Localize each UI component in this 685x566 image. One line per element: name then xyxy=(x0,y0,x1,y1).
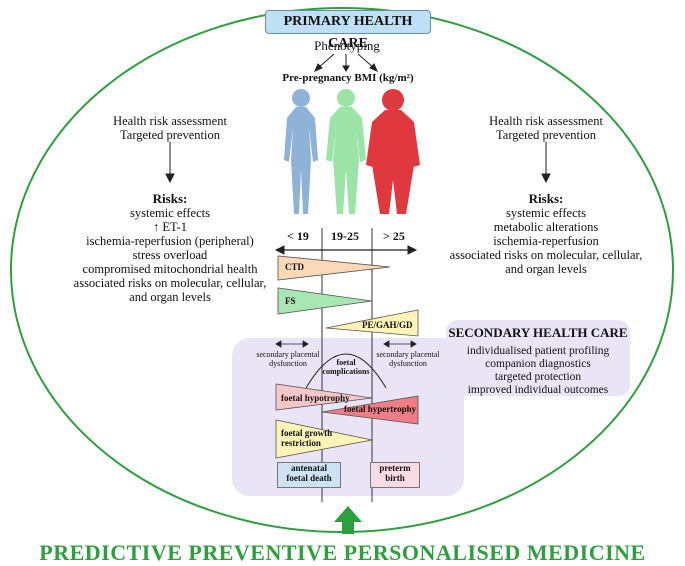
right-risk-item: metabolic alterations xyxy=(493,220,599,234)
placental-left-label: secondary placental dysfunction xyxy=(246,350,330,368)
antenatal-line: foetal death xyxy=(286,473,332,483)
fgr-triangle xyxy=(275,419,373,459)
fgr-line: restriction xyxy=(281,438,321,448)
placental-right-line: secondary placental xyxy=(376,350,440,359)
secondary-item: targeted protection xyxy=(494,371,582,383)
preterm-line: birth xyxy=(385,473,405,483)
right-down-arrow xyxy=(541,142,551,184)
bmi-category-mid: 19-25 xyxy=(331,229,359,243)
ctd-label: CTD xyxy=(285,262,305,272)
upward-arrow-icon xyxy=(342,520,354,534)
placental-right-label: secondary placental dysfunction xyxy=(366,350,450,368)
left-risk-item: stress overload xyxy=(132,248,208,262)
right-risks: Risks: systemic effects metabolic altera… xyxy=(418,191,674,277)
antenatal-line: antenatal xyxy=(291,463,327,473)
fs-triangle xyxy=(277,287,373,315)
placental-left-line: dysfunction xyxy=(269,359,307,368)
left-down-arrow xyxy=(165,142,175,184)
left-risk-item: and organ levels xyxy=(129,290,211,304)
foetal-complications-line: foetal xyxy=(336,358,356,367)
right-prevention-line: Targeted prevention xyxy=(496,128,596,142)
right-risk-item: systemic effects xyxy=(506,206,586,220)
right-assessment: Health risk assessment Targeted preventi… xyxy=(446,114,646,142)
bmi-category-high: > 25 xyxy=(383,229,405,243)
obese-silhouette-icon xyxy=(366,89,420,214)
foetal-hypotrophy-triangle xyxy=(275,383,373,411)
secondary-item: improved individual outcomes xyxy=(467,384,609,396)
right-risks-title: Risks: xyxy=(528,191,564,206)
antenatal-foetal-death-box: antenatal foetal death xyxy=(277,462,341,488)
foetal-hypertrophy-triangle xyxy=(321,395,419,425)
right-risk-item: and organ levels xyxy=(505,262,587,276)
foetal-hypertrophy-label: foetal hypertrophy xyxy=(344,404,417,414)
footer-title: PREDICTIVE PREVENTIVE PERSONALISED MEDIC… xyxy=(39,540,646,565)
preterm-line: preterm xyxy=(379,463,411,473)
left-risk-item: ↑ ET-1 xyxy=(153,220,187,234)
left-assessment-line: Health risk assessment xyxy=(113,114,227,128)
right-assessment-line: Health risk assessment xyxy=(489,114,603,128)
bmi-title: Pre-pregnancy BMI (kg/m²) xyxy=(282,72,414,84)
fs-label: FS xyxy=(285,296,296,306)
foetal-complications-label: foetal complications xyxy=(314,358,378,376)
secondary-health-care-box: SECONDARY HEALTH CARE individualised pat… xyxy=(446,320,630,396)
placental-right-line: dysfunction xyxy=(389,359,427,368)
left-risk-item: associated risks on molecular, cellular, xyxy=(73,276,267,290)
left-prevention-line: Targeted prevention xyxy=(120,128,220,142)
phenotyping-arrows xyxy=(314,53,378,72)
foetal-complications-line: complications xyxy=(322,367,370,376)
left-risk-item: compromised mitochondrial health xyxy=(82,262,258,276)
underweight-silhouette-icon xyxy=(284,89,318,214)
secondary-panel xyxy=(232,338,464,496)
left-risks: Risks: systemic effects ↑ ET-1 ischemia-… xyxy=(40,191,300,305)
fgr-line: foetal growth xyxy=(281,428,333,438)
placental-left-line: secondary placental xyxy=(256,350,320,359)
secondary-item: companion diagnostics xyxy=(485,358,591,370)
preterm-birth-box: preterm birth xyxy=(370,462,420,488)
normal-weight-silhouette-icon xyxy=(326,89,366,214)
bmi-axis xyxy=(274,245,418,255)
left-risks-title: Risks: xyxy=(152,191,188,206)
left-risk-item: systemic effects xyxy=(130,206,210,220)
pe-triangle xyxy=(325,309,419,337)
upward-arrow-head xyxy=(334,506,362,522)
placental-arrows xyxy=(275,340,417,348)
placental-curve xyxy=(305,353,387,389)
secondary-title: SECONDARY HEALTH CARE xyxy=(448,325,628,340)
fgr-label: foetal growth restriction xyxy=(281,428,332,448)
primary-health-care-title: PRIMARY HEALTH CARE xyxy=(265,10,431,51)
phenotyping-label: Phenotyping xyxy=(314,38,380,53)
pe-label: PE/GAH/GD xyxy=(362,320,413,330)
right-risk-item: associated risks on molecular, cellular, xyxy=(449,248,643,262)
ctd-triangle xyxy=(277,255,391,281)
bmi-category-low: < 19 xyxy=(287,229,309,243)
right-risk-item: ischemia-reperfusion xyxy=(493,234,599,248)
foetal-hypotrophy-label: foetal hypotrophy xyxy=(281,393,350,403)
secondary-item: individualised patient profiling xyxy=(466,345,610,357)
left-risk-item: ischemia-reperfusion (peripheral) xyxy=(86,234,254,248)
left-assessment: Health risk assessment Targeted preventi… xyxy=(70,114,270,142)
